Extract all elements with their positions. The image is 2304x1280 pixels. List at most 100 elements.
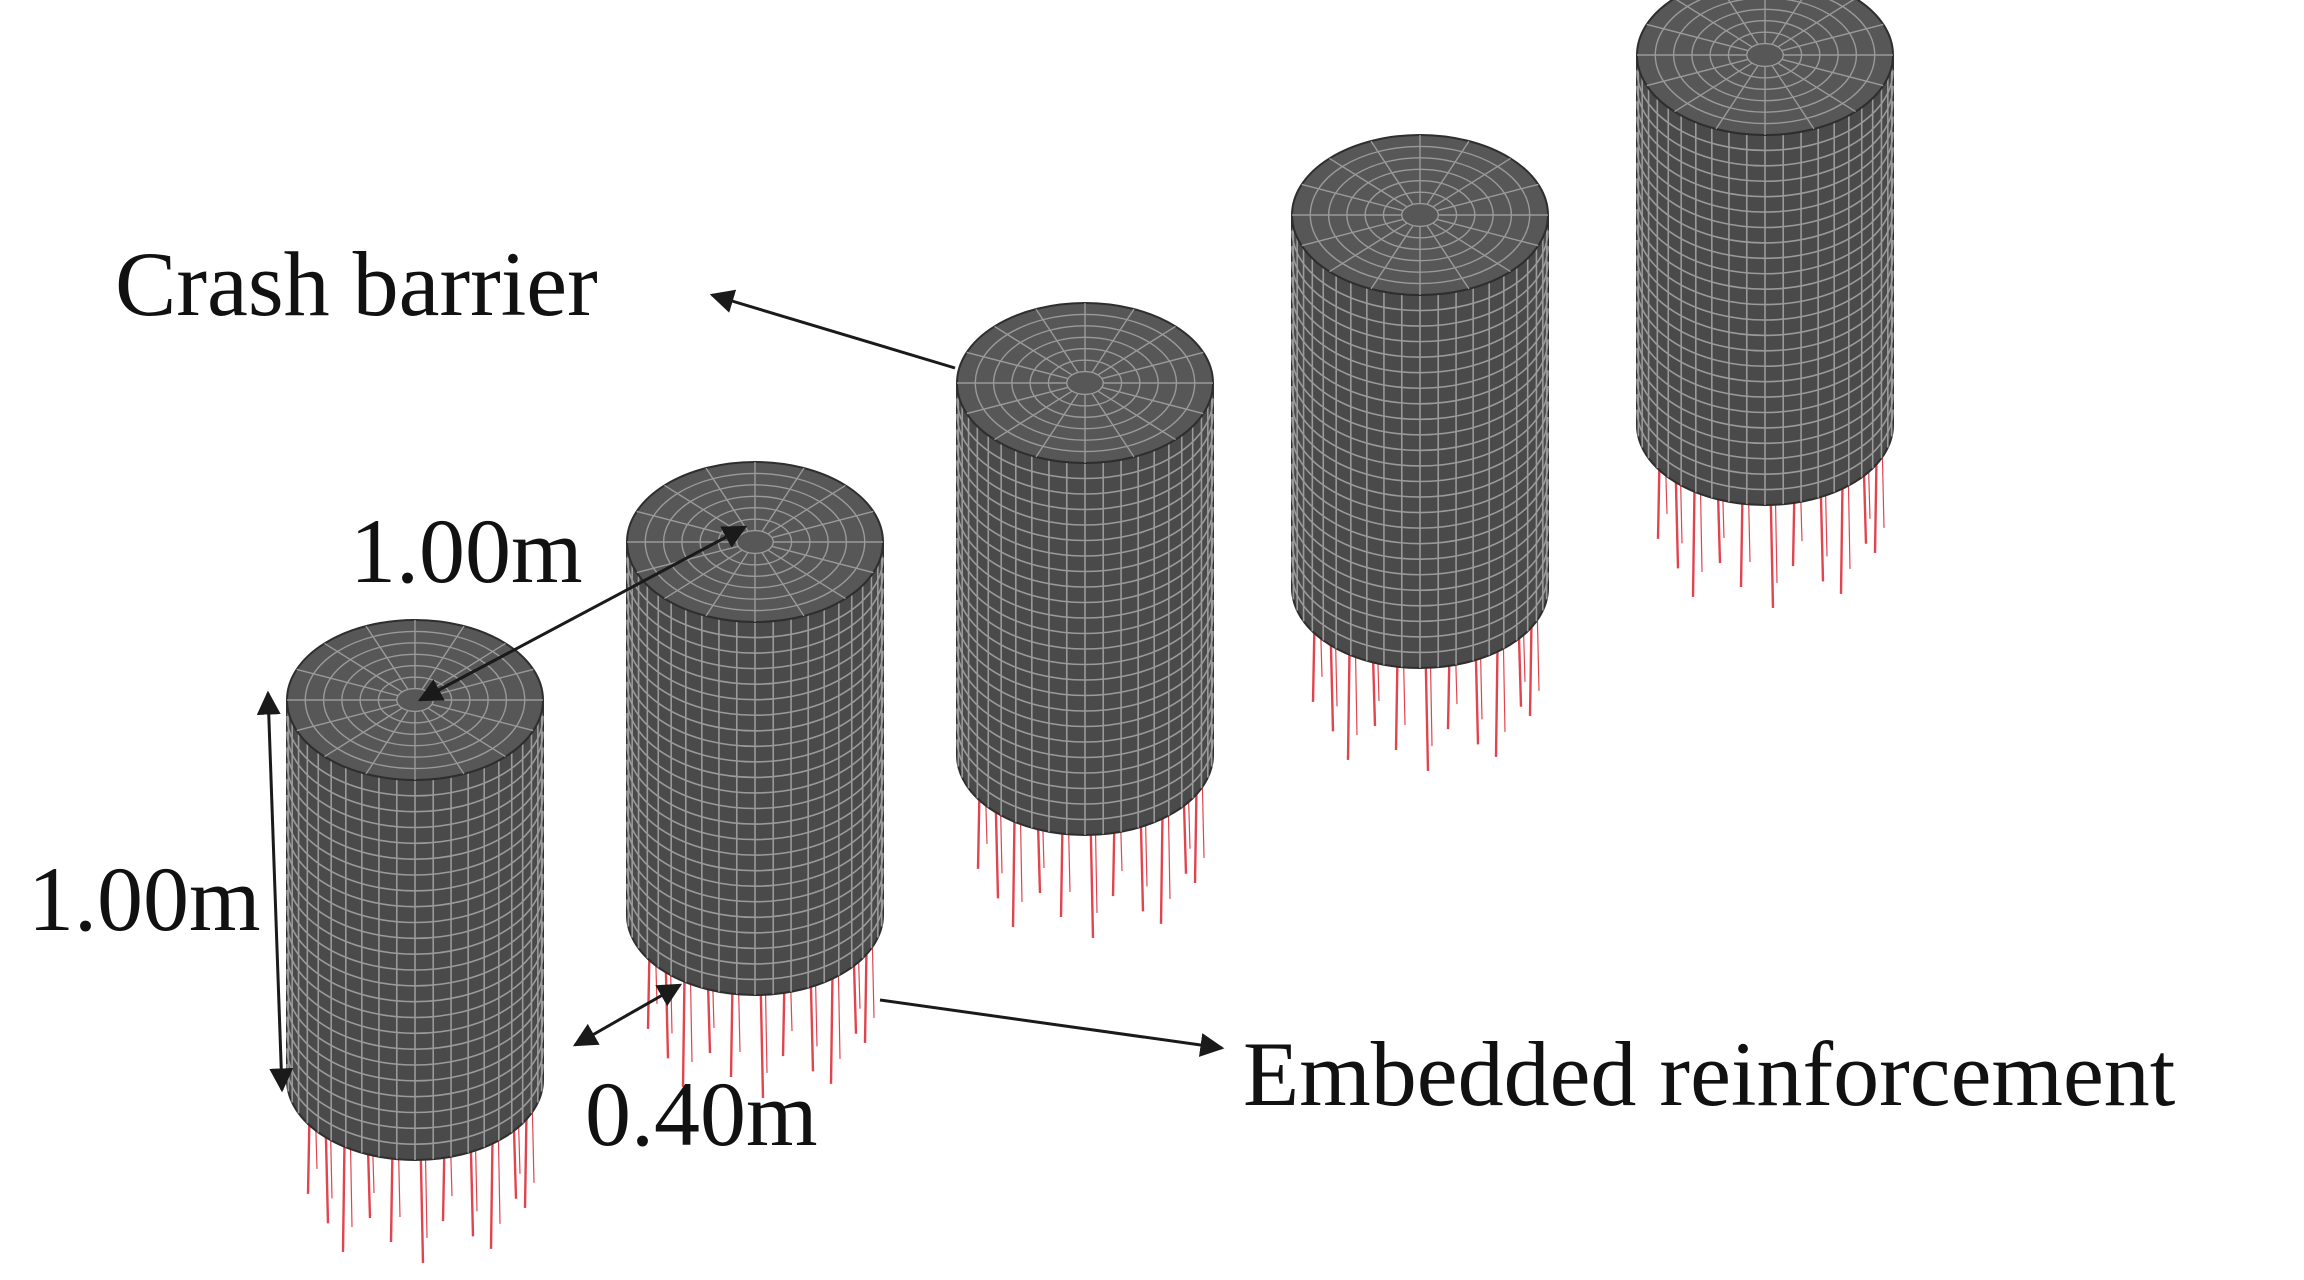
mesh-line — [1636, 101, 1894, 182]
mesh-line — [1291, 494, 1549, 576]
mesh-line — [1636, 255, 1894, 337]
top-mesh — [1637, 0, 1893, 135]
mesh-line — [1291, 525, 1549, 607]
mesh-line — [286, 1064, 544, 1145]
mesh-spoke — [1101, 351, 1204, 380]
crash-barrier-1 — [286, 619, 544, 1263]
top-mesh — [1292, 135, 1548, 295]
mesh-line — [956, 723, 1214, 805]
mesh-line — [1291, 541, 1549, 623]
mesh-spoke — [1426, 140, 1470, 206]
mesh-spoke — [1097, 325, 1176, 376]
mesh-spoke — [1091, 392, 1135, 458]
mesh-line — [1291, 277, 1549, 358]
mesh-line — [1636, 116, 1894, 198]
mesh-line — [1636, 363, 1894, 445]
mesh-spoke — [1432, 222, 1511, 273]
mesh-line — [1636, 85, 1894, 167]
mesh-line — [286, 810, 544, 892]
mesh-spoke — [1101, 386, 1204, 415]
mesh-line — [626, 868, 884, 950]
crash-barrier-5 — [1636, 0, 1894, 608]
crash-barrier-label: Crash barrier — [115, 233, 598, 335]
mesh-line — [956, 739, 1214, 821]
reinforcement-arrow — [879, 998, 1225, 1057]
mesh-line — [956, 429, 1214, 511]
mesh-line — [956, 630, 1214, 712]
mesh-line — [1636, 132, 1894, 213]
mesh-spoke — [1426, 224, 1470, 290]
mesh-line — [1291, 261, 1549, 343]
mesh-line — [1291, 292, 1549, 374]
mesh-line — [286, 826, 544, 908]
mesh-spoke — [1329, 157, 1408, 208]
mesh-spoke — [1436, 183, 1539, 212]
mesh-line — [286, 874, 544, 955]
mesh-line — [956, 444, 1214, 526]
mesh-spoke — [1097, 390, 1176, 441]
mesh-spoke — [1781, 58, 1884, 87]
mesh-spoke — [1035, 308, 1079, 374]
mesh-line — [626, 728, 884, 810]
mesh-line — [1291, 246, 1549, 327]
mesh-spoke — [1675, 0, 1753, 48]
mesh-line — [1636, 270, 1894, 352]
crash-barrier-3 — [956, 302, 1214, 938]
mesh-line — [1291, 448, 1549, 529]
mesh-spoke — [1777, 62, 1856, 113]
mesh-spoke — [1091, 308, 1135, 374]
mesh-line — [626, 837, 884, 919]
mesh-line — [626, 712, 884, 794]
mesh-spoke — [1771, 64, 1815, 130]
mesh-line — [1636, 209, 1894, 290]
mesh-line — [286, 858, 544, 940]
spacing-label: 0.40m — [585, 1063, 818, 1165]
mesh-spoke — [1035, 392, 1079, 458]
mesh-spoke — [296, 668, 399, 697]
mesh-line — [286, 937, 544, 1019]
mesh-spoke — [1370, 224, 1414, 290]
height-arrow — [256, 690, 294, 1093]
mesh-line — [286, 889, 544, 971]
mesh-line — [286, 731, 544, 813]
mesh-spoke — [966, 351, 1069, 380]
mesh-line — [286, 1032, 544, 1114]
mesh-line — [626, 759, 884, 841]
mesh-line — [286, 715, 544, 797]
mesh-line — [1636, 70, 1894, 152]
mesh-line — [1291, 432, 1549, 514]
mesh-line — [1291, 556, 1549, 638]
mesh-line — [956, 537, 1214, 619]
mesh-line — [956, 646, 1214, 728]
mesh-spoke — [1771, 0, 1803, 46]
mesh-line — [1291, 479, 1549, 560]
mesh-line — [1291, 370, 1549, 452]
mesh-spoke — [1646, 23, 1749, 52]
mesh-line — [286, 763, 544, 845]
mesh-spoke — [705, 467, 749, 533]
mesh-line — [626, 697, 884, 779]
mesh-spoke — [365, 709, 409, 775]
mesh-line — [286, 1048, 544, 1130]
mesh-lines — [286, 711, 544, 1160]
mesh-line — [626, 681, 884, 763]
annotation-group — [256, 289, 1225, 1093]
mesh-line — [626, 899, 884, 981]
top-mesh — [957, 303, 1213, 463]
mesh-line — [1636, 394, 1894, 475]
mesh-spoke — [767, 484, 846, 535]
mesh-line — [1291, 417, 1549, 498]
mesh-line — [1291, 308, 1549, 389]
barrier-group — [286, 0, 1894, 1263]
mesh-spoke — [324, 642, 403, 693]
mesh-line — [1291, 339, 1549, 421]
mesh-spoke — [761, 551, 805, 617]
mesh-line — [1636, 239, 1894, 321]
mesh-spoke — [761, 467, 805, 533]
mesh-lines — [1636, 66, 1894, 505]
mesh-line — [956, 615, 1214, 697]
mesh-line — [1291, 401, 1549, 483]
mesh-line — [626, 852, 884, 934]
mesh-spoke — [1715, 64, 1759, 130]
